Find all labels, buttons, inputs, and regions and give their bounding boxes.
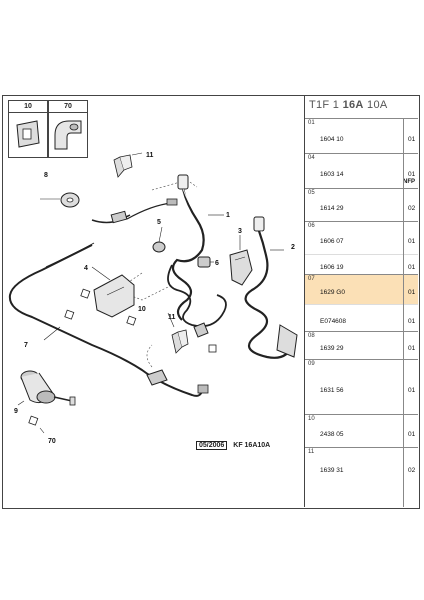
part-reference: 1614 29 bbox=[320, 205, 344, 212]
part-quantity: 01 bbox=[408, 264, 416, 271]
bushing-6 bbox=[197, 256, 214, 268]
brake-spring-2 bbox=[244, 216, 298, 359]
part-reference: 1629 G0 bbox=[320, 289, 345, 296]
part-row[interactable]: 10 2438 05 01 bbox=[305, 414, 418, 448]
inset-cell-right: 70 bbox=[48, 100, 88, 158]
part-reference: 1631 56 bbox=[320, 387, 344, 394]
part-quantity: 01 bbox=[408, 345, 416, 352]
part-quantity: 01 bbox=[408, 318, 416, 325]
footer-date: 05/2006 bbox=[196, 441, 228, 450]
row-index: 10 bbox=[308, 416, 315, 422]
diagram-code: T1F 1 16A 10A bbox=[309, 99, 388, 111]
callout-11-bottom: 11 bbox=[168, 314, 176, 321]
row-index: 05 bbox=[308, 190, 315, 196]
inset-box: 10 70 bbox=[8, 100, 88, 158]
footer-model: KF 16A10A bbox=[233, 442, 271, 449]
part-reference: 1639 29 bbox=[320, 345, 344, 352]
row-index: 08 bbox=[308, 333, 315, 339]
row-index: 11 bbox=[308, 449, 315, 455]
part-reference: 1639 31 bbox=[320, 467, 344, 474]
part-quantity: 01 bbox=[408, 387, 416, 394]
part-reference: 1606 07 bbox=[320, 238, 344, 245]
callout-4: 4 bbox=[84, 265, 88, 272]
footer-label: 05/2006 KF 16A10A bbox=[196, 441, 271, 450]
grommet-lower bbox=[193, 322, 217, 353]
cylinder-9 bbox=[20, 370, 76, 406]
callout-9: 9 bbox=[14, 408, 18, 415]
part-row[interactable]: 08 1639 29 01 bbox=[305, 331, 418, 360]
bracket-4 bbox=[91, 266, 135, 318]
part-row[interactable]: 09 1631 56 01 bbox=[305, 359, 418, 415]
clip-icon bbox=[16, 120, 40, 148]
bracket-3 bbox=[229, 235, 253, 286]
main-cable bbox=[8, 244, 203, 397]
code-main: 16A bbox=[342, 99, 364, 111]
part-quantity: 02 bbox=[408, 205, 416, 212]
part-quantity: 01 bbox=[408, 289, 416, 296]
row-index: 01 bbox=[308, 120, 315, 126]
part-reference: 1604 10 bbox=[320, 136, 344, 143]
row-index: 07 bbox=[308, 276, 315, 282]
callout-11-top: 11 bbox=[146, 152, 154, 159]
part-quantity: 01 bbox=[408, 171, 416, 178]
callout-6: 6 bbox=[215, 260, 219, 267]
code-prefix: T1F 1 bbox=[309, 99, 340, 111]
callout-1: 1 bbox=[226, 212, 230, 219]
part-quantity: 01 bbox=[408, 431, 416, 438]
part-reference: 1603 14 bbox=[320, 171, 344, 178]
inset-cell-left: 10 bbox=[8, 100, 48, 158]
row-index: 09 bbox=[308, 361, 315, 367]
part-row[interactable]: 07 1629 G0 01 bbox=[305, 274, 418, 305]
callout-70: 70 bbox=[48, 438, 56, 445]
part-quantity: 02 bbox=[408, 467, 416, 474]
catalog-frame bbox=[2, 95, 420, 509]
part-row[interactable]: 05 1614 29 02 bbox=[305, 188, 418, 222]
exploded-diagram: 1 2 3 4 5 6 7 8 9 10 11 11 70 bbox=[2, 95, 305, 507]
clip-11-bottom bbox=[171, 329, 189, 354]
part-row[interactable]: 06 1606 07 01 bbox=[305, 221, 418, 255]
part-row[interactable]: 01 1604 10 01 bbox=[305, 118, 418, 154]
diagram-drawing: 1 2 3 4 5 6 7 8 9 10 11 11 70 bbox=[8, 152, 298, 445]
inset-label-right: 70 bbox=[49, 102, 87, 113]
clip-11-top bbox=[113, 152, 143, 178]
callout-8: 8 bbox=[44, 172, 48, 179]
code-suffix: 10A bbox=[367, 99, 388, 111]
grommet-5 bbox=[152, 226, 166, 253]
part-reference: E074608 bbox=[320, 318, 347, 325]
callout-7: 7 bbox=[24, 342, 28, 349]
callout-2: 2 bbox=[291, 244, 295, 251]
row-index: 06 bbox=[308, 223, 315, 229]
nfp-badge: NFP bbox=[403, 179, 415, 185]
callout-10: 10 bbox=[138, 306, 146, 313]
part-row[interactable]: E074608 01 bbox=[305, 304, 418, 332]
part-quantity: 01 bbox=[408, 238, 416, 245]
grommet-icon bbox=[54, 120, 82, 150]
table-divider bbox=[403, 118, 404, 507]
callout-5: 5 bbox=[157, 219, 161, 226]
part-quantity: 01 bbox=[408, 136, 416, 143]
part-reference: 2438 05 bbox=[320, 431, 344, 438]
part-reference: 1606 19 bbox=[320, 264, 344, 271]
inset-label-left: 10 bbox=[9, 102, 47, 113]
callout-3: 3 bbox=[238, 228, 242, 235]
brake-spring-1 bbox=[171, 174, 224, 321]
row-index: 04 bbox=[308, 155, 315, 161]
part-row[interactable]: 1606 19 01 bbox=[305, 254, 418, 275]
part-row[interactable]: 11 1639 31 02 bbox=[305, 447, 418, 488]
